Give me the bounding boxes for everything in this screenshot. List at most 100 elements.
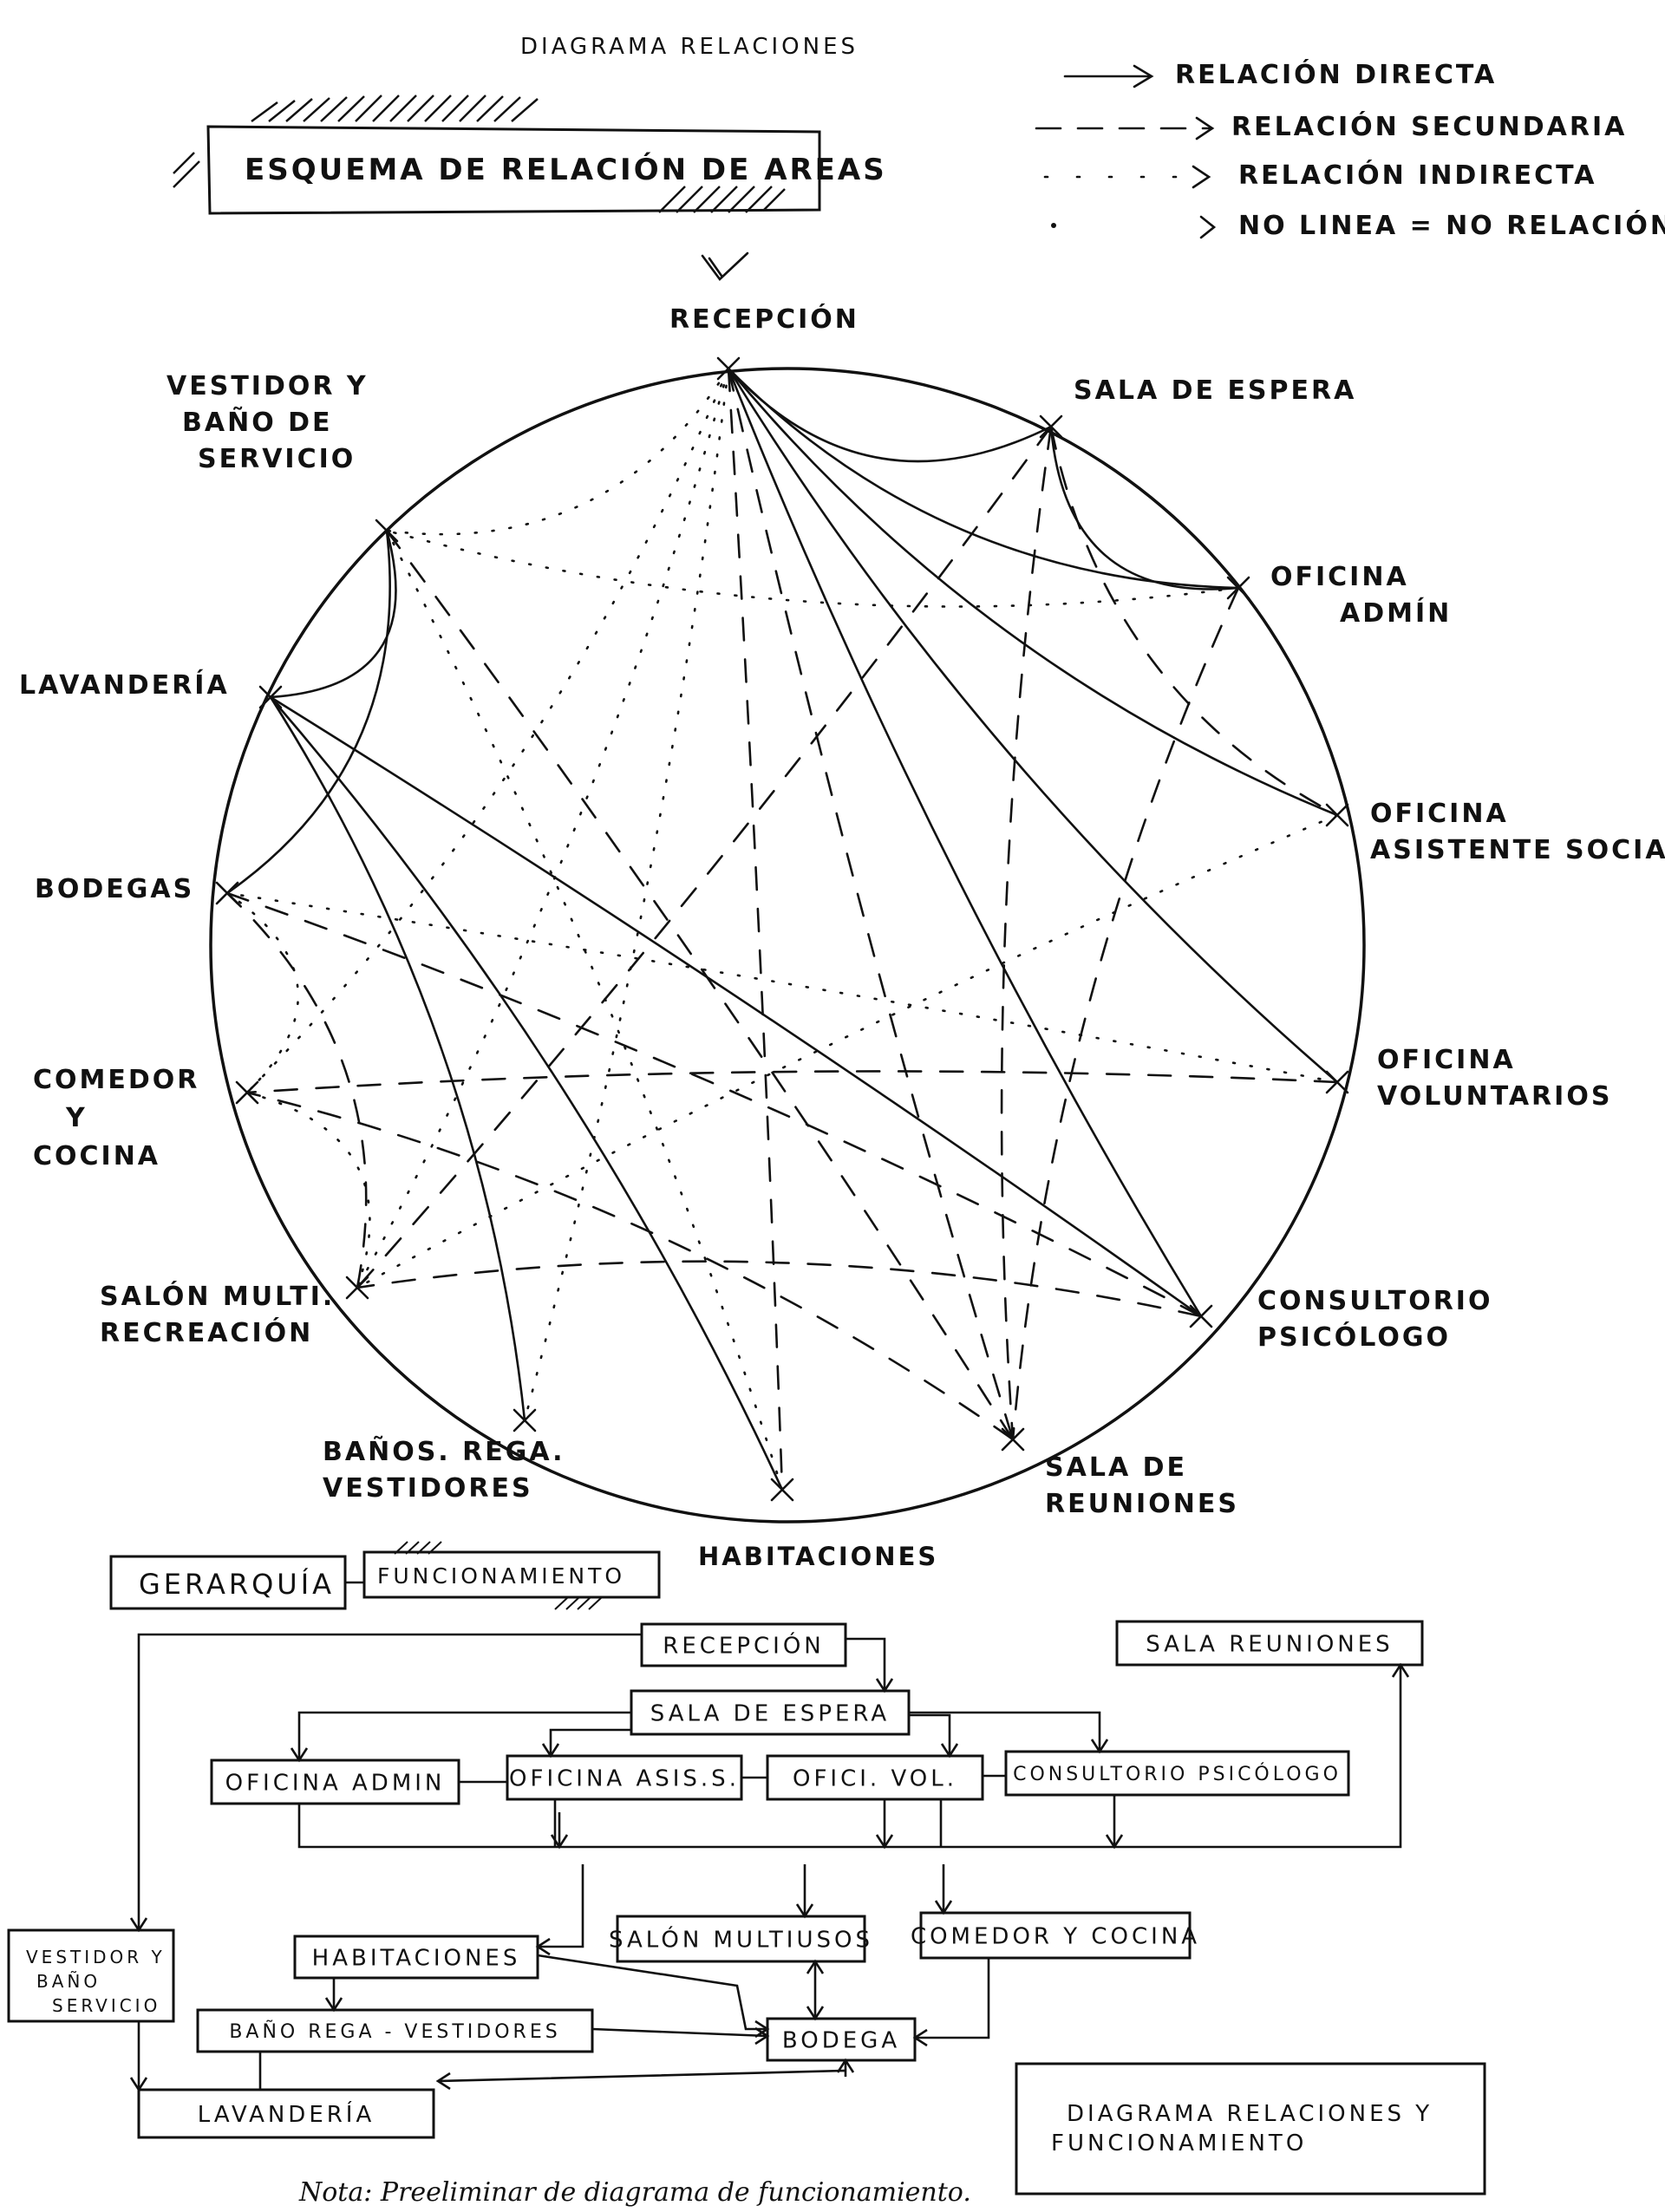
relation-edge-sala_espera-oficina_admin [1049,425,1240,591]
node-sala_espera: SALA DE ESPERA [1039,375,1356,439]
node-lavanderia: LAVANDERÍA [19,669,283,709]
node-marker-x-icon [1325,803,1349,827]
relation-edge-oficina_admin-sala_reuniones [1011,586,1240,1441]
arrow-head-icon [875,1834,894,1850]
box-label: OFICINA ADMIN [225,1770,446,1796]
functional-connectors [129,1633,1410,2092]
arrow-right-icon [1195,116,1215,140]
down-arrow-icon [701,251,749,281]
relation-edge-recepcion-consultorio [727,367,1203,1318]
box-f_recepcion: RECEPCIÓN [640,1622,847,1667]
connector-line [549,1728,631,1756]
relation-edge-recepcion-banos_rega [523,367,730,1422]
node-label-oficina_asistente: ASISTENTE SOCIAL [1370,835,1665,865]
relation-edge-consultorio-bodegas [225,891,1203,1318]
node-label-banos_rega: BAÑOS. REGA. [323,1435,565,1467]
connector-line [909,1713,951,1756]
box-frame [919,1911,1192,1960]
box-label: RECEPCIÓN [663,1631,825,1659]
node-marker-x-icon [1039,414,1063,439]
relation-edge-recepcion-oficina_asistente [727,367,1339,817]
node-marker-x-icon [1226,576,1250,600]
node-label-consultorio: CONSULTORIO [1257,1286,1492,1316]
relation-edge-bodegas-vestidor [225,529,391,895]
relation-edge-habitaciones-vestidor [385,529,784,1491]
relation-edge-oficina_asistente-salon_multi [356,813,1339,1289]
node-marker-x-icon [716,356,741,381]
node-label-bodegas: BODEGAS [35,874,194,904]
relation-edge-lavanderia-vestidor [269,529,397,699]
box-label: OFICI. VOL. [793,1765,957,1791]
node-marker-x-icon [235,1080,259,1105]
caption-line-1: DIAGRAMA RELACIONES Y [1067,2101,1433,2127]
box-label: SALA REUNIONES [1146,1631,1393,1657]
box-frame [210,1759,460,1805]
box-frame [640,1622,847,1667]
node-label-oficina_voluntarios: OFICINA [1377,1045,1516,1075]
box-frame [196,2008,594,2053]
relation-edge-comedor-bodegas [225,891,300,1094]
preliminary-note: Nota: Preeliminar de diagrama de funcion… [298,2177,971,2208]
box-frame [1004,1750,1350,1797]
node-label-comedor: COCINA [33,1141,160,1171]
relation-edge-sala_reuniones-vestidor [385,529,1015,1441]
box-label: SERVICIO [52,1995,160,2016]
connector-line [915,1958,990,2039]
arrow-head-icon [550,1834,569,1850]
relation-edge-salon_multi-bodegas [225,891,368,1289]
box-label: BAÑO REGA - VESTIDORES [229,2020,560,2043]
functioning-label: FUNCIONAMIENTO [377,1563,625,1589]
node-label-oficina_asistente: OFICINA [1370,799,1509,829]
relation-circle [209,367,1366,1524]
banner-hatching [173,95,786,213]
connector-line [538,1864,584,1948]
diagram-title: DIAGRAMA RELACIONES [520,34,859,60]
node-marker-x-icon [375,519,399,543]
box-label: LAVANDERÍA [198,2100,375,2128]
caption-box [1015,2062,1486,2196]
node-label-oficina_voluntarios: VOLUNTARIOS [1377,1081,1612,1112]
box-f_habitaciones: HABITACIONES [293,1935,539,1980]
box-frame [137,2088,435,2139]
relation-edge-recepcion-habitaciones [727,367,784,1491]
node-oficina_asistente: OFICINA ASISTENTE SOCIAL [1325,799,1665,865]
banner-box [206,125,821,215]
box-label: VESTIDOR Y [26,1947,166,1967]
node-label-vestidor: VESTIDOR Y [166,371,369,401]
box-label: BODEGA [782,2027,900,2053]
relation-edges [225,367,1339,1491]
box-label: CONSULTORIO PSICÓLOGO [1013,1763,1342,1785]
box-label: SALÓN MULTIUSOS [609,1925,873,1953]
box-f_sala_espera: SALA DE ESPERA [630,1689,911,1736]
box-label: OFICINA ASIS.S. [509,1765,740,1791]
box-frame [293,1935,539,1980]
node-label-sala_espera: SALA DE ESPERA [1074,375,1356,406]
box-frame [7,1928,175,2023]
box-f_bodega: BODEGA [766,2017,917,2062]
legend-label-indirect: RELACIÓN INDIRECTA [1238,159,1596,191]
box-label: SALA DE ESPERA [650,1700,890,1726]
node-salon_multi: SALÓN MULTI.RECREACIÓN [100,1276,369,1348]
arrow-head-icon [1105,1834,1124,1850]
arrow-right-icon [1192,165,1211,189]
box-frame [506,1754,743,1801]
node-marker-x-icon [1189,1304,1213,1328]
relation-edge-sala_espera-sala_reuniones [1000,425,1053,1441]
box-frame [616,1915,866,1963]
node-label-salon_multi: SALÓN MULTI. [100,1280,335,1312]
box-label: COMEDOR Y COCINA [911,1923,1200,1949]
box-f_lavanderia: LAVANDERÍA [137,2088,435,2139]
legend-label-none: NO LINEA = NO RELACIÓN. [1238,209,1665,241]
node-habitaciones [770,1478,794,1502]
functioning-box [362,1550,661,1599]
node-marker-x-icon [345,1276,369,1300]
box-f_consultorio: CONSULTORIO PSICÓLOGO [1004,1750,1350,1797]
relation-edge-sala_espera-salon_multi [356,425,1053,1289]
arrow-right-icon [1133,64,1154,88]
connector-line [437,2060,847,2083]
relation-edge-recepcion-vestidor [385,367,730,536]
